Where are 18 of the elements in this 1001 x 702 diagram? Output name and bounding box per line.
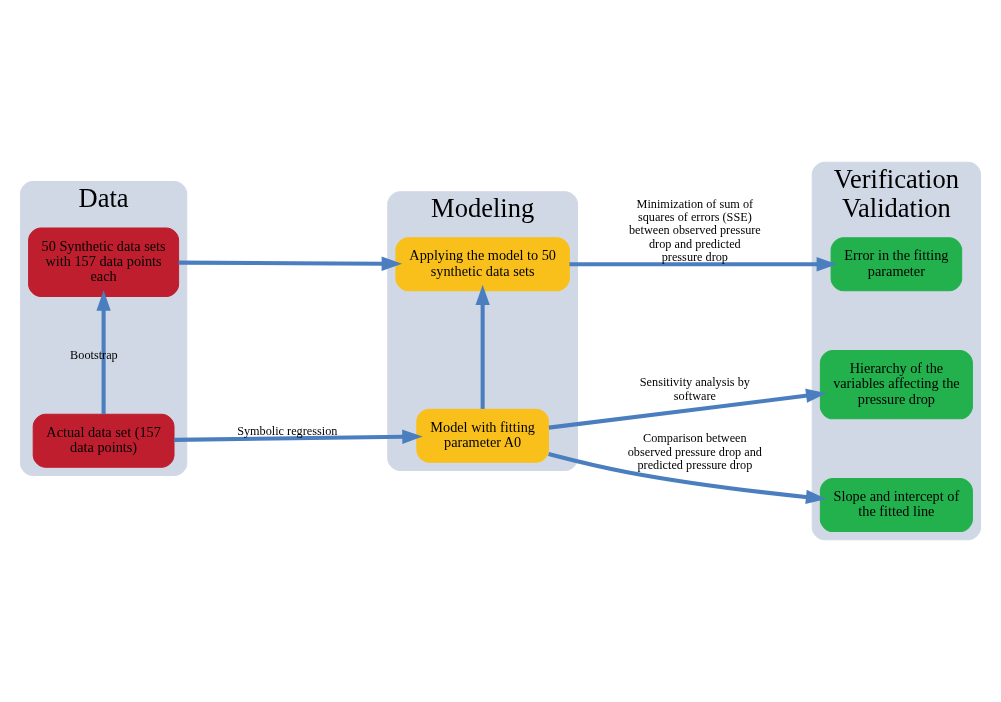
node-box: Model with fitting parameter A0 <box>416 408 549 463</box>
arrow <box>548 388 827 430</box>
arrow <box>96 290 111 415</box>
edge-label: Sensitivity analysis by software <box>639 375 750 403</box>
node-box: Slope and intercept of the fitted line <box>819 478 973 533</box>
node-box: 50 Synthetic data sets with 157 data points each <box>28 227 180 297</box>
node-box: Error in the fitting parameter <box>830 237 963 292</box>
node-box: Hierarchy of the variables affecting the pressure drop <box>819 350 973 420</box>
arrow <box>548 452 827 505</box>
arrow <box>569 257 838 272</box>
arrow <box>475 284 490 409</box>
edge-label: Symbolic regression <box>237 424 338 439</box>
arrow <box>174 429 423 444</box>
edge-label: Comparison between observed pressure drop and predicted pressure drop <box>627 431 762 472</box>
edge-label: Minimization of sum of squares of errors (SSE) between observed pressure drop and predicted pressure drop <box>628 196 761 264</box>
node-box: Applying the model to 50 synthetic data sets <box>395 237 570 292</box>
node-box: Actual data set (157 data points) <box>32 413 175 468</box>
arrow <box>178 256 403 271</box>
